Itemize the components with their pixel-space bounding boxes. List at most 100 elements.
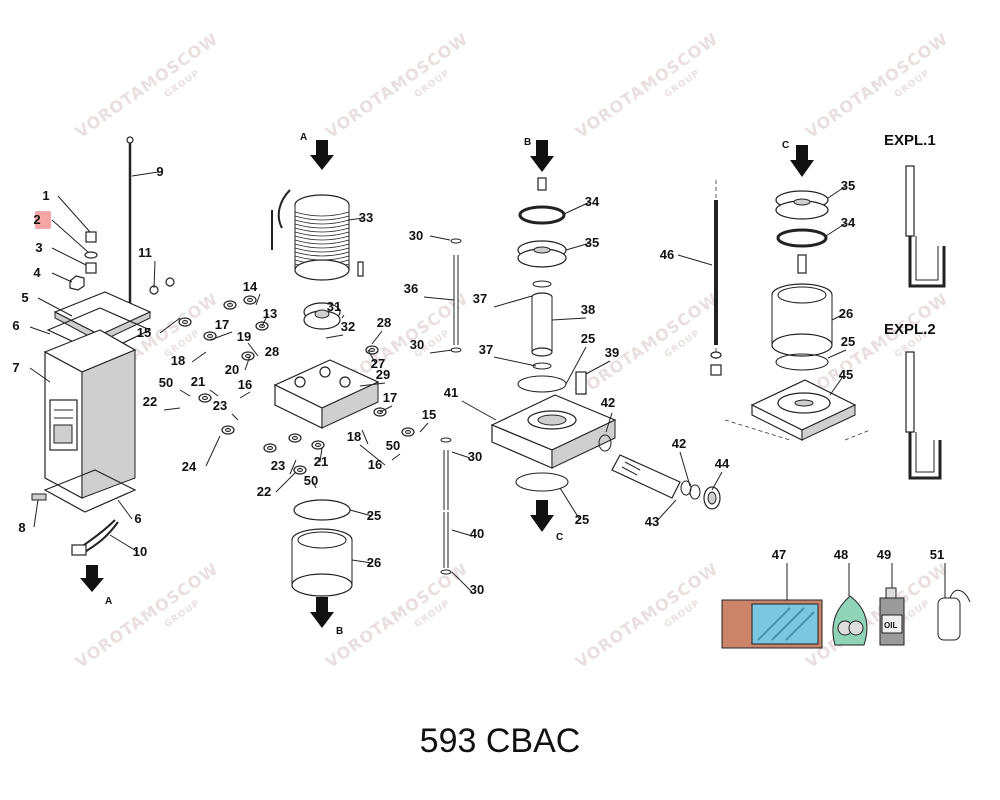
coil-winding bbox=[294, 227, 350, 233]
callout-11: 11 bbox=[138, 245, 152, 260]
leader-line bbox=[51, 219, 89, 253]
leader-line bbox=[33, 499, 39, 528]
leader-line bbox=[677, 254, 713, 266]
callout-21: 21 bbox=[314, 454, 328, 469]
explanatory-drawings bbox=[905, 165, 946, 480]
leader-line bbox=[341, 314, 345, 319]
callout-40: 40 bbox=[470, 526, 484, 541]
coil-winding bbox=[294, 239, 350, 245]
callout-7: 7 bbox=[12, 360, 19, 375]
callout-38: 38 bbox=[581, 302, 595, 317]
callout-37: 37 bbox=[479, 342, 493, 357]
coil-winding bbox=[294, 247, 350, 253]
leader-line bbox=[419, 422, 429, 433]
leader-lines bbox=[29, 171, 946, 600]
callout-43: 43 bbox=[645, 514, 659, 529]
leader-line bbox=[451, 571, 473, 593]
leader-line bbox=[209, 389, 219, 397]
callout-28: 28 bbox=[265, 344, 279, 359]
callout-30: 30 bbox=[409, 228, 423, 243]
leader-line bbox=[493, 295, 533, 308]
callout-18: 18 bbox=[347, 429, 361, 444]
callout-10: 10 bbox=[133, 544, 147, 559]
callout-35: 35 bbox=[841, 178, 855, 193]
fitting-bore bbox=[292, 435, 298, 441]
callout-27: 27 bbox=[371, 356, 385, 371]
callout-44: 44 bbox=[715, 456, 730, 471]
oil-label: OIL bbox=[884, 621, 897, 630]
callout-21: 21 bbox=[191, 374, 205, 389]
callout-30: 30 bbox=[468, 449, 482, 464]
callout-33: 33 bbox=[359, 210, 373, 225]
callout-25: 25 bbox=[575, 512, 589, 527]
callout-18: 18 bbox=[171, 353, 185, 368]
expl-2-label: EXPL.2 bbox=[884, 321, 936, 338]
callout-24: 24 bbox=[182, 459, 197, 474]
leader-line bbox=[51, 247, 87, 266]
callout-35: 35 bbox=[585, 235, 599, 250]
leader-line bbox=[827, 349, 847, 359]
callout-23: 23 bbox=[213, 398, 227, 413]
leader-line bbox=[461, 400, 497, 421]
reservoir-assembly bbox=[710, 145, 871, 441]
callout-15: 15 bbox=[422, 407, 436, 422]
leader-line bbox=[349, 509, 373, 517]
leader-line bbox=[261, 313, 269, 327]
leader-line bbox=[825, 222, 847, 237]
leader-line bbox=[131, 171, 159, 177]
leader-line bbox=[451, 529, 473, 537]
leader-line bbox=[109, 534, 139, 553]
leader-line bbox=[831, 313, 845, 321]
callout-1: 1 bbox=[42, 188, 49, 203]
fitting-bore bbox=[405, 429, 411, 435]
leader-line bbox=[159, 317, 181, 334]
callout-26: 26 bbox=[367, 555, 381, 570]
arrow-label-c-bottom: C bbox=[556, 532, 563, 543]
leader-line bbox=[205, 435, 221, 467]
callout-2: 2 bbox=[33, 212, 40, 227]
coil-winding bbox=[294, 223, 350, 229]
leader-line bbox=[239, 391, 251, 399]
callout-37: 37 bbox=[473, 291, 487, 306]
leader-line bbox=[29, 367, 51, 383]
accessories: OIL bbox=[721, 587, 971, 649]
leader-line bbox=[29, 326, 51, 335]
leader-line bbox=[371, 330, 383, 345]
callout-36: 36 bbox=[404, 281, 418, 296]
arrow-label-b-bottom: B bbox=[336, 626, 343, 637]
leader-line bbox=[391, 453, 401, 461]
leader-line bbox=[209, 331, 233, 341]
callout-13: 13 bbox=[263, 306, 277, 321]
leader-line bbox=[493, 356, 537, 367]
callout-31: 31 bbox=[327, 299, 341, 314]
callout-34: 34 bbox=[585, 194, 600, 209]
leader-line bbox=[325, 334, 344, 339]
fitting-bore bbox=[247, 297, 253, 303]
callout-46: 46 bbox=[660, 247, 674, 262]
callout-5: 5 bbox=[21, 290, 28, 305]
callout-15: 15 bbox=[137, 325, 151, 340]
leader-line bbox=[367, 349, 377, 365]
callout-4: 4 bbox=[33, 265, 41, 280]
callout-17: 17 bbox=[383, 390, 397, 405]
leader-line bbox=[429, 235, 451, 241]
leader-line bbox=[311, 479, 317, 489]
fitting-bore bbox=[202, 395, 208, 401]
pump-valve-assembly bbox=[178, 140, 415, 628]
leader-line bbox=[153, 260, 156, 289]
callout-49: 49 bbox=[877, 547, 891, 562]
watermark: VOROTAMOSCOW bbox=[802, 559, 952, 672]
watermark: VOROTAMOSCOW bbox=[322, 29, 472, 142]
watermark: VOROTAMOSCOW bbox=[572, 559, 722, 672]
fitting-bore bbox=[267, 445, 273, 451]
leader-line bbox=[679, 451, 691, 487]
arrow-label-a-top: A bbox=[300, 132, 307, 143]
watermark: VOROTAMOSCOW bbox=[572, 29, 722, 142]
callout-9: 9 bbox=[156, 164, 163, 179]
callout-30: 30 bbox=[470, 582, 484, 597]
callout-28: 28 bbox=[377, 315, 391, 330]
fitting-bore bbox=[369, 347, 375, 353]
callout-50: 50 bbox=[304, 473, 318, 488]
callout-50: 50 bbox=[386, 438, 400, 453]
